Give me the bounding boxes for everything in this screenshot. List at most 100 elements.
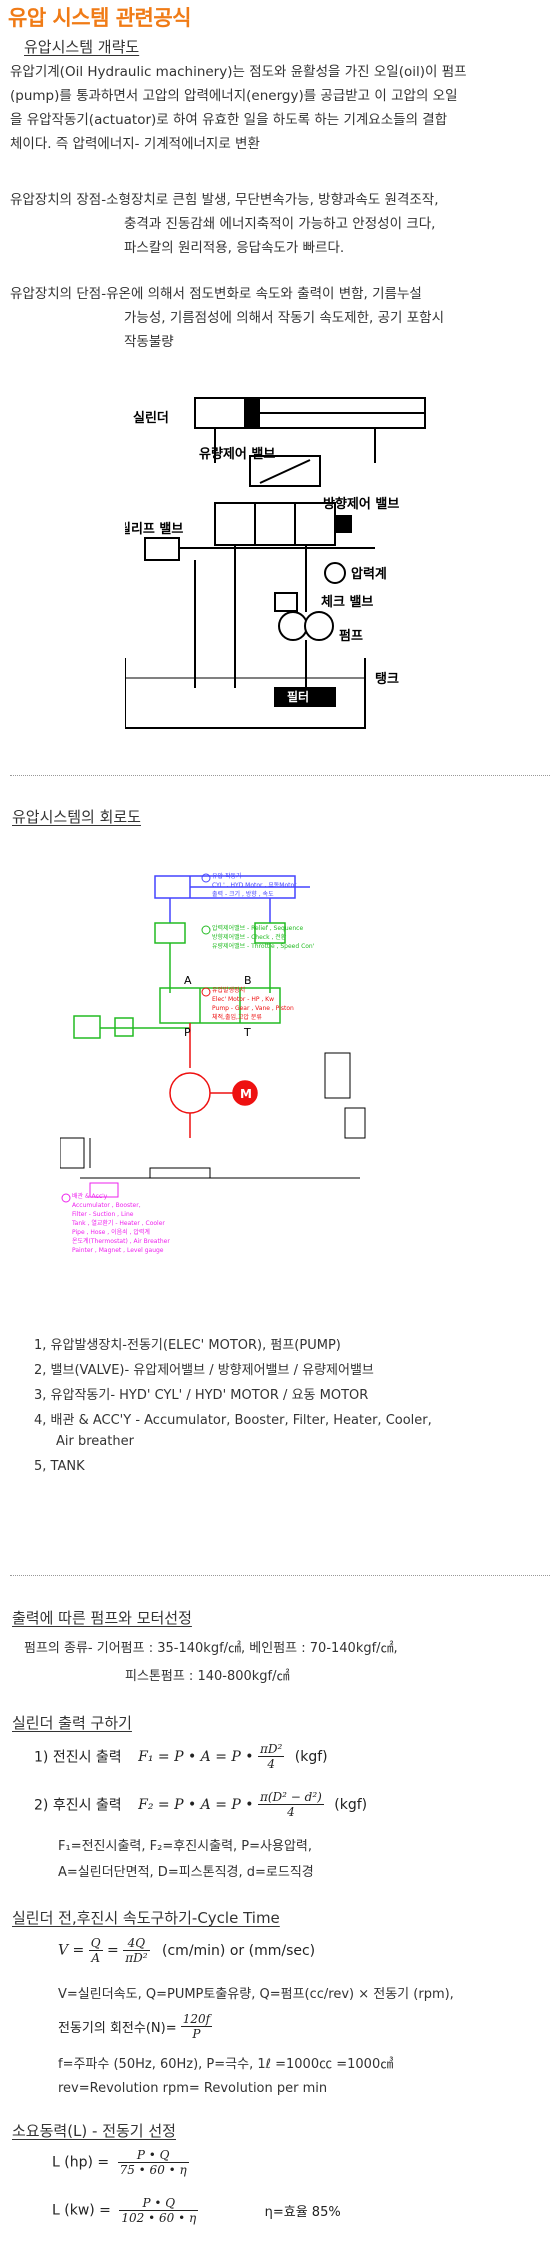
diagram-label-tank: 탱크 <box>375 671 399 687</box>
tank-group <box>60 1052 366 1179</box>
diagram-label-check-valve: 체크 밸브 <box>321 595 373 610</box>
denominator: 102 • 60 • η <box>121 2211 197 2225</box>
port-a-label: A <box>184 974 192 987</box>
formula-expr: V = <box>58 1942 85 1959</box>
numerator: P • Q <box>119 2196 199 2211</box>
diagram-label-flow-valve: 유량제어 밸브 <box>199 446 275 462</box>
formula-label: 전동기의 회전수(N)= <box>58 2021 177 2036</box>
note4-line3: Tank , 열교환기 - Heater , Cooler <box>71 1219 165 1227</box>
text-line: 파스칼의 원리적용, 응답속도가 빠르다. <box>124 240 345 256</box>
note4-line1: Accumulator , Booster, <box>72 1202 141 1209</box>
advantages-paragraph: 유압장치의 장점-소형장치로 큰힘 발생, 무단변속가능, 방향과속도 원격조작… <box>10 188 550 260</box>
note3-title: 유압발생장치 <box>212 986 245 994</box>
denominator: 4 <box>287 1805 295 1819</box>
cylinder-piston <box>244 399 260 427</box>
formula-fraction: π(D² − d²)4 <box>257 1790 324 1819</box>
speed-definitions-1: V=실린더속도, Q=PUMP토출유량, Q=펌프(cc/rev) × 전동기 … <box>58 1987 454 2002</box>
note3-line3: 체적,출입,고압 분류 <box>212 1013 262 1021</box>
speed-definitions-3: rev=Revolution rpm= Revolution per min <box>58 2081 328 2096</box>
overview-heading: 유압시스템 개략도 <box>24 38 140 56</box>
cylinder-definitions-1: F₁=전진시출력, F₂=후진시출력, P=사용압력, <box>58 1839 312 1854</box>
valve-group <box>73 922 286 1039</box>
formula-label: L (hp) = <box>52 2154 110 2171</box>
pump-group <box>169 1023 258 1138</box>
numerator: π(D² − d²) <box>257 1790 324 1805</box>
check-valve-body <box>274 592 298 612</box>
formula-unit: (kgf) <box>334 1796 368 1813</box>
note4-title: 배관 & Acc'y <box>72 1192 108 1200</box>
selection-line2: 피스톤펌프 : 140-800kgf/㎠ <box>125 1669 290 1684</box>
formula-label: L (kw) = <box>52 2202 111 2219</box>
formula-expr: F₁ = P • A = P • <box>138 1748 254 1765</box>
text-line: 작동불량 <box>124 334 174 350</box>
accessory-group <box>89 1182 119 1198</box>
port-p-label: P <box>184 1026 191 1039</box>
note3-line2: Pump - Gear , Vane , Piston <box>212 1005 294 1012</box>
list-item: Air breather <box>56 1434 134 1449</box>
circuit-heading: 유압시스템의 회로도 <box>12 808 141 826</box>
motor-label: M <box>240 1087 252 1101</box>
text-line: 유압장치의 장점-소형장치로 큰힘 발생, 무단변속가능, 방향과속도 원격조작… <box>10 192 439 208</box>
formula-equals: = <box>107 1942 119 1959</box>
numerator: 120f <box>180 2012 213 2027</box>
hydraulic-system-diagram: 실린더 유량제어 밸브 방향제어 밸브 릴리프 밸브 압력계 체크 밸브 펌프 … <box>125 397 426 729</box>
text-line: (pump)를 통과하면서 고압의 압력에너지(energy)를 공급받고 이 … <box>10 88 458 104</box>
formula-label: 2) 후진시 출력 <box>34 1797 122 1814</box>
formula-backward: 2) 후진시 출력 F₂ = P • A = P • π(D² − d²)4 (… <box>34 1790 367 1819</box>
tank-body <box>125 658 366 729</box>
diagram-label-direction-valve: 방향제어 밸브 <box>323 496 399 512</box>
direction-valve-body <box>214 502 336 546</box>
divider <box>10 775 550 776</box>
note2-line3: 유량제어밸브 - Throttle , Speed Con' <box>212 942 315 950</box>
diagram-label-relief-valve: 릴리프 밸브 <box>125 521 183 537</box>
list-item: 5, TANK <box>34 1459 85 1474</box>
numerator: Q <box>88 1936 103 1951</box>
diagram-label-gauge: 압력계 <box>351 567 387 582</box>
power-heading: 소요동력(L) - 전동기 선정 <box>12 2122 176 2140</box>
formula-unit: (cm/min) or (mm/sec) <box>162 1942 316 1959</box>
pump-gear-right <box>304 611 334 641</box>
diagram-label-cylinder: 실린더 <box>133 410 169 426</box>
note1-title: 유압 작동기 <box>212 872 242 880</box>
disadvantages-paragraph: 유압장치의 단점-유온에 의해서 점도변화로 속도와 출력이 변함, 기름누설 … <box>10 282 550 354</box>
numerator: P • Q <box>117 2148 189 2163</box>
numerator: 4Q <box>123 1936 150 1951</box>
diagram-label-filter: 필터 <box>287 689 309 704</box>
list-item: 3, 유압작동기- HYD' CYL' / HYD' MOTOR / 요동 MO… <box>34 1388 369 1403</box>
text-line: 을 유압작동기(actuator)로 하여 유효한 일을 하도록 하는 기계요소… <box>10 112 448 128</box>
port-t-label: T <box>243 1026 251 1039</box>
cylinder-output-heading: 실린더 출력 구하기 <box>12 1714 132 1732</box>
hydraulic-circuit-diagram: M A B P T 유압 작동기 CYL' , HYD Motor , 요동Mo… <box>60 872 366 1254</box>
note4-line6: Painter , Magnet , Level gauge <box>72 1247 164 1254</box>
list-item: 4, 배관 & ACC'Y - Accumulator, Booster, Fi… <box>34 1413 432 1428</box>
denominator: P <box>192 2027 201 2041</box>
note4-line4: Pipe , Hose , 이음쇠 , 압력계 <box>72 1228 150 1236</box>
selection-line1: 펌프의 종류- 기어펌프 : 35-140kgf/㎠, 베인펌프 : 70-14… <box>24 1641 398 1656</box>
diagram-label-pump: 펌프 <box>339 628 363 644</box>
text-line: 유압장치의 단점-유온에 의해서 점도변화로 속도와 출력이 변함, 기름누설 <box>10 286 422 302</box>
pressure-gauge-icon <box>324 562 346 584</box>
note2-line1: 압력제어밸브 - Relief , Sequence <box>212 924 303 932</box>
speed-heading: 실린더 전,후진시 속도구하기-Cycle Time <box>12 1909 280 1927</box>
divider <box>10 1575 550 1576</box>
list-item: 2, 밸브(VALVE)- 유압제어밸브 / 방향제어밸브 / 유량제어밸브 <box>34 1363 374 1378</box>
denominator: 4 <box>267 1757 275 1771</box>
component-list: 1, 유압발생장치-전동기(ELEC' MOTOR), 펌프(PUMP) 2, … <box>34 1335 544 1477</box>
note3-line1: Elec' Motor - HP , Kw <box>212 996 274 1003</box>
filter-body <box>274 687 336 707</box>
list-item: 1, 유압발생장치-전동기(ELEC' MOTOR), 펌프(PUMP) <box>34 1338 341 1353</box>
formula-unit: (kgf) <box>294 1748 328 1765</box>
text-line: 충격과 진동감쇄 에너지축적이 가능하고 안정성이 크다, <box>124 216 436 232</box>
overview-paragraph: 유압기계(Oil Hydraulic machinery)는 점도와 윤활성을 … <box>10 60 550 156</box>
note2-line2: 방향제어밸브 - Check , 전환 <box>212 933 287 941</box>
numerator: πD² <box>257 1742 285 1757</box>
